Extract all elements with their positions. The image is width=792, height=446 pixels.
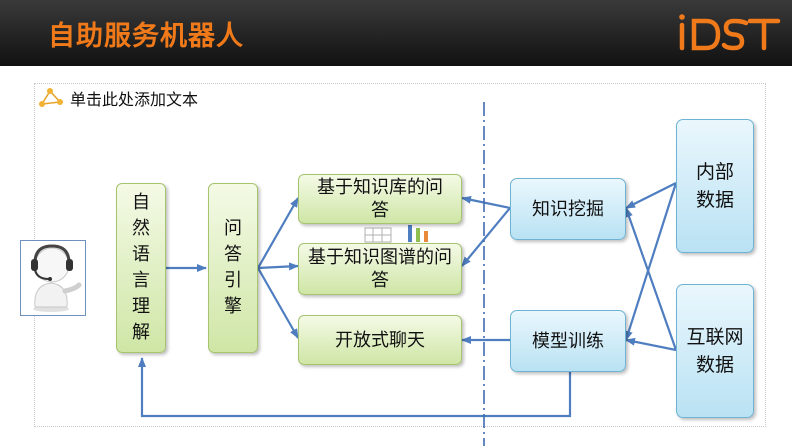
text-placeholder[interactable]: 单击此处添加文本 bbox=[38, 86, 198, 110]
nlu-box: 自然语言理解 bbox=[116, 183, 166, 353]
internal-data-box: 内部数据 bbox=[676, 119, 754, 253]
arrow-mining-kg bbox=[461, 207, 511, 267]
idst-logo bbox=[679, 14, 781, 51]
qa-engine-box: 问答引擎 bbox=[208, 183, 258, 353]
kg-qa-label: 基于知识图谱的问答 bbox=[308, 247, 452, 291]
arrow-internet-mining bbox=[624, 207, 678, 351]
internet-data-label: 互联网数据 bbox=[686, 326, 744, 376]
arrow-internal-training bbox=[624, 182, 678, 341]
arrow-engine-chat bbox=[257, 267, 299, 339]
model-training-box: 模型训练 bbox=[510, 310, 626, 372]
connection-icon bbox=[39, 88, 63, 107]
kb-qa-label: 基于知识库的问答 bbox=[317, 177, 443, 221]
robot-icon bbox=[31, 244, 82, 312]
arrow-internet-training bbox=[625, 337, 677, 352]
qa-engine-label: 问答引擎 bbox=[224, 218, 242, 317]
kb-qa-box: 基于知识库的问答 bbox=[298, 174, 462, 224]
nlu-label: 自然语言理解 bbox=[132, 192, 150, 343]
open-chat-label: 开放式聊天 bbox=[335, 329, 425, 351]
model-training-label: 模型训练 bbox=[532, 330, 604, 352]
header-bar: 自助服务机器人 bbox=[0, 0, 792, 66]
internet-data-box: 互联网数据 bbox=[676, 284, 754, 418]
placeholder-text: 单击此处添加文本 bbox=[70, 90, 199, 109]
knowledge-mining-box: 知识挖掘 bbox=[510, 178, 626, 240]
arrow-internal-mining bbox=[625, 182, 677, 209]
internal-data-label: 内部数据 bbox=[695, 161, 734, 211]
arrow-feedback-loop bbox=[138, 357, 572, 418]
kg-qa-box: 基于知识图谱的问答 bbox=[298, 243, 462, 295]
arrow-mining-kb bbox=[461, 195, 511, 210]
robot-avatar bbox=[20, 240, 86, 316]
arrow-engine-kb bbox=[257, 197, 299, 269]
table-icon bbox=[364, 225, 428, 243]
knowledge-mining-label: 知识挖掘 bbox=[532, 198, 604, 220]
arrow-engine-kg bbox=[257, 262, 299, 271]
open-chat-box: 开放式聊天 bbox=[298, 315, 462, 365]
page-title: 自助服务机器人 bbox=[48, 21, 244, 52]
